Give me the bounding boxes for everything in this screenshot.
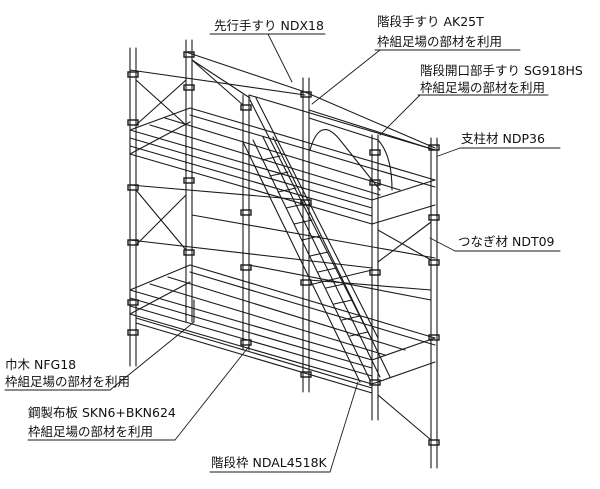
lower-deck xyxy=(129,264,436,385)
post-columns xyxy=(129,39,438,469)
label-stair-handrail: 階段手すり AK25T xyxy=(377,14,484,29)
label-steel-deck: 鋼製布板 SKN6+BKN624 xyxy=(28,405,176,420)
stair-handrail xyxy=(249,97,381,341)
label-opening-handrail-note: 枠組足場の部材を利用 xyxy=(420,80,546,95)
label-toeboard-note: 枠組足場の部材を利用 xyxy=(5,374,131,389)
upper-deck xyxy=(129,107,436,225)
post-clamps xyxy=(127,51,440,446)
opening-handrail xyxy=(308,109,436,191)
label-stair-frame: 階段枠 NDAL4518K xyxy=(211,455,327,470)
label-opening-handrail: 階段開口部手すり SG918HS xyxy=(420,63,583,78)
stair-frame xyxy=(242,136,391,383)
mid-rails xyxy=(129,184,436,301)
label-steel-deck-note: 枠組足場の部材を利用 xyxy=(28,424,154,439)
cross-braces xyxy=(135,59,432,441)
leader-lines xyxy=(4,33,561,473)
label-post: 支柱材 NDP36 xyxy=(461,131,545,146)
toeboards xyxy=(135,299,373,394)
label-tie: つなぎ材 NDT09 xyxy=(458,234,555,249)
label-stair-handrail-note: 枠組足場の部材を利用 xyxy=(377,34,503,49)
label-toeboard: 巾木 NFG18 xyxy=(5,357,77,372)
label-advance-handrail: 先行手すり NDX18 xyxy=(214,18,324,33)
